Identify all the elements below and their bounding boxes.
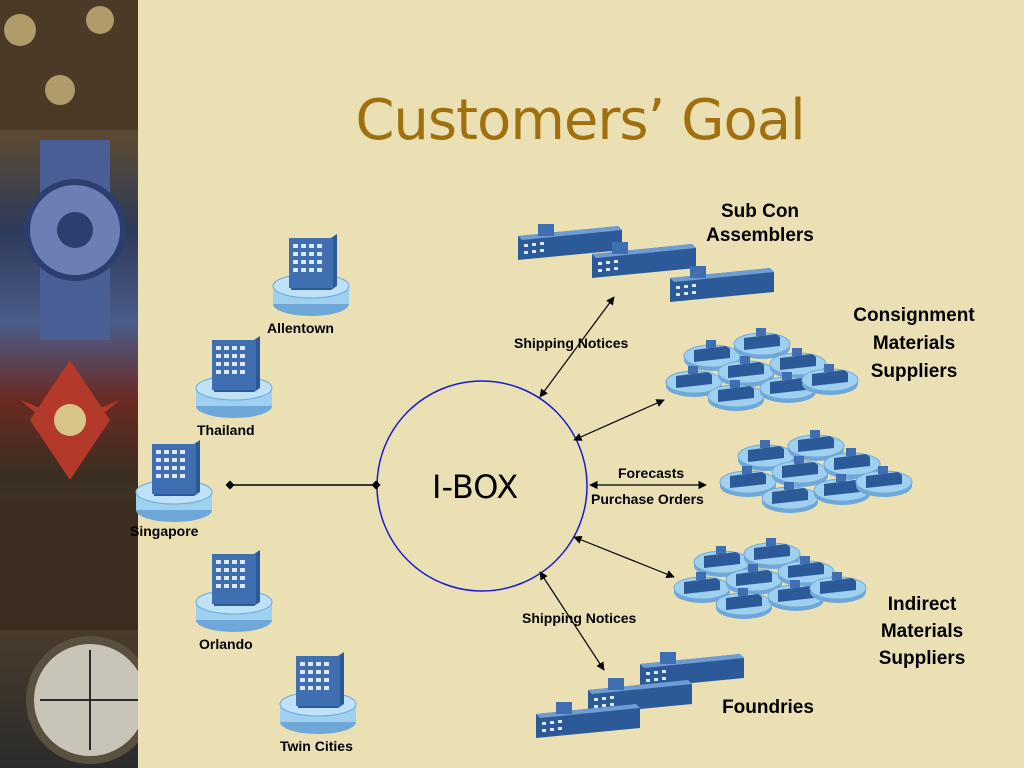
decorative-sidebar-image bbox=[0, 0, 138, 768]
flow-label-purchase-orders: Purchase Orders bbox=[591, 491, 704, 507]
building-icon-thailand bbox=[195, 335, 273, 419]
site-label-orlando: Orlando bbox=[199, 636, 253, 652]
flow-label-forecasts: Forecasts bbox=[618, 465, 685, 481]
building-icon-orlando bbox=[195, 549, 273, 633]
partner-label-indirect-line2: Materials bbox=[880, 621, 964, 642]
supplier-cluster-consignment bbox=[665, 327, 859, 412]
partner-label-consignment-line3: Suppliers bbox=[870, 361, 958, 382]
site-label-thailand: Thailand bbox=[197, 422, 255, 438]
flow-label-shipping-notices-top: Shipping Notices bbox=[514, 335, 629, 351]
partner-label-consignment-line1: Consignment bbox=[853, 305, 975, 326]
flow-label-shipping-notices-bottom: Shipping Notices bbox=[522, 610, 637, 626]
medal-decoration bbox=[0, 0, 138, 764]
ibox-label: I-BOX bbox=[432, 468, 519, 506]
partner-label-indirect: Indirect Materials Suppliers bbox=[862, 591, 982, 672]
building-icon-twin-cities bbox=[279, 651, 357, 735]
foundries-arrow bbox=[539, 571, 605, 671]
partner-label-subcon-line2: Assemblers bbox=[706, 225, 814, 246]
slide-title: Customers’ Goal bbox=[355, 88, 805, 153]
consignment-arrow bbox=[573, 399, 665, 441]
building-icon-allentown bbox=[272, 233, 350, 317]
partner-label-consignment: Consignment Materials Suppliers bbox=[838, 302, 990, 386]
partner-label-consignment-line2: Materials bbox=[872, 333, 956, 354]
partner-label-indirect-line1: Indirect bbox=[887, 594, 957, 615]
site-label-singapore: Singapore bbox=[130, 523, 199, 539]
sub-con-arrow bbox=[539, 296, 615, 398]
supplier-cluster-forecast bbox=[719, 429, 913, 514]
partner-label-indirect-line3: Suppliers bbox=[878, 648, 966, 669]
partner-label-subcon-line1: Sub Con bbox=[720, 201, 800, 222]
site-label-allentown: Allentown bbox=[267, 320, 334, 336]
partner-label-foundries: Foundries bbox=[722, 697, 814, 718]
supplier-cluster-indirect bbox=[673, 537, 867, 620]
site-label-twin-cities: Twin Cities bbox=[280, 738, 353, 754]
partner-label-subcon: Sub Con Assemblers bbox=[690, 200, 830, 248]
indirect-arrow bbox=[573, 535, 675, 579]
building-icon-singapore bbox=[135, 439, 213, 523]
